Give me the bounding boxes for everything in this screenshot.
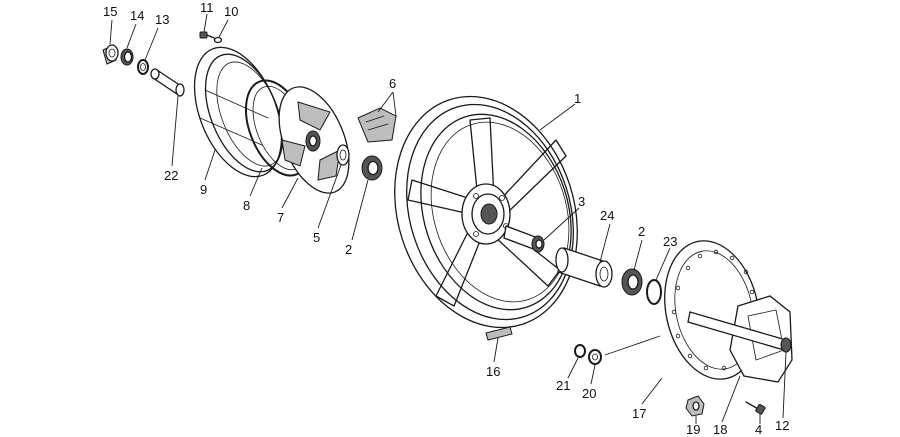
part-16-balance-weight bbox=[485, 326, 513, 341]
callout-18: 18 bbox=[713, 422, 727, 437]
part-6-rubber-dampers bbox=[357, 107, 397, 143]
callout-7: 7 bbox=[277, 210, 284, 225]
callout-22: 22 bbox=[164, 168, 178, 183]
callout-23: 23 bbox=[663, 234, 677, 249]
part-15-spacer bbox=[102, 44, 119, 65]
callout-12: 12 bbox=[775, 418, 789, 433]
leader-lines bbox=[109, 13, 787, 424]
callout-2-right: 2 bbox=[638, 224, 645, 239]
part-5-spacer bbox=[336, 144, 350, 166]
callout-19: 19 bbox=[686, 422, 700, 437]
callout-5: 5 bbox=[313, 230, 320, 245]
callout-20: 20 bbox=[582, 386, 596, 401]
part-12-axle bbox=[687, 311, 792, 353]
part-20-washer bbox=[588, 349, 602, 365]
callout-6: 6 bbox=[389, 76, 396, 91]
callout-3: 3 bbox=[578, 194, 585, 209]
part-14-bearing bbox=[120, 48, 134, 66]
callout-21: 21 bbox=[556, 378, 570, 393]
callout-15: 15 bbox=[103, 4, 117, 19]
part-21-washer bbox=[574, 344, 586, 358]
callout-17: 17 bbox=[632, 406, 646, 421]
part-4-screw bbox=[745, 401, 766, 415]
callout-10: 10 bbox=[224, 4, 238, 19]
part-7-cush-drive bbox=[278, 86, 350, 194]
callout-11: 11 bbox=[200, 0, 214, 15]
part-24-spacer-sleeve bbox=[555, 247, 613, 288]
part-10-washer bbox=[213, 36, 223, 44]
callout-16: 16 bbox=[486, 364, 500, 379]
part-2-bearing-right bbox=[621, 268, 643, 296]
callout-14: 14 bbox=[130, 8, 144, 23]
part-3-bushing bbox=[503, 225, 545, 253]
callout-8: 8 bbox=[243, 198, 250, 213]
callout-1: 1 bbox=[574, 91, 581, 106]
callout-13: 13 bbox=[155, 12, 169, 27]
part-23-circlip bbox=[646, 279, 662, 305]
callout-9: 9 bbox=[200, 182, 207, 197]
part-19-nut bbox=[685, 395, 705, 417]
part-2-bearing-left bbox=[361, 155, 383, 181]
part-11-screw bbox=[199, 31, 215, 39]
part-1-wheel bbox=[394, 95, 578, 329]
callout-2-left: 2 bbox=[345, 242, 352, 257]
part-22-spacer-tube bbox=[150, 68, 185, 97]
callout-labels: 15 14 13 11 10 6 1 22 9 8 7 5 2 3 24 2 2… bbox=[103, 0, 789, 437]
part-9-brake-drum bbox=[193, 46, 284, 178]
callout-24: 24 bbox=[600, 208, 614, 223]
part-13-seal-ring bbox=[137, 59, 149, 75]
callout-4: 4 bbox=[755, 422, 762, 437]
